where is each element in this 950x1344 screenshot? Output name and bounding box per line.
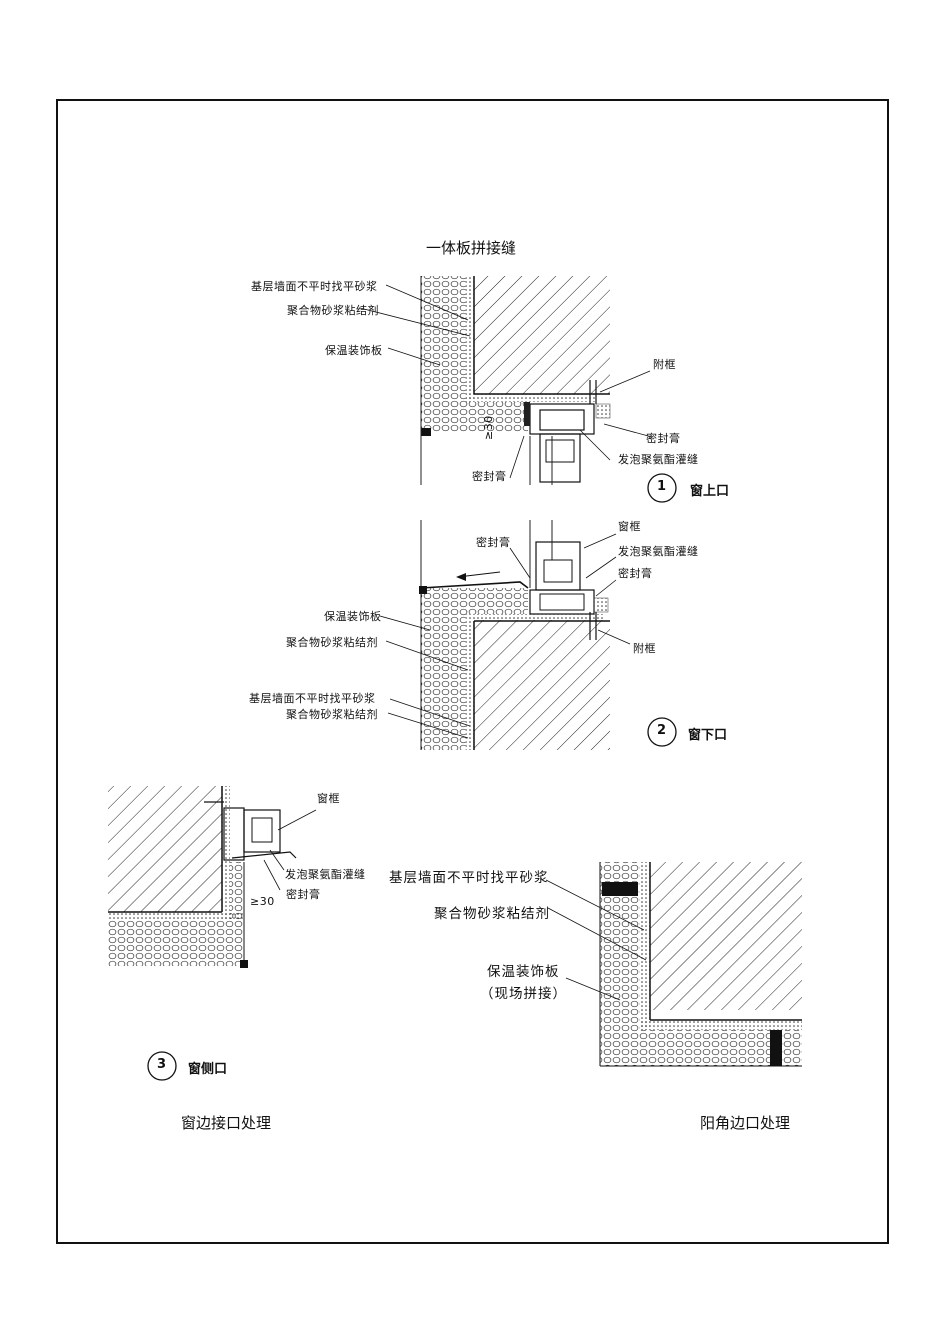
fig2-drawing <box>379 520 677 750</box>
fig1-label-foam-pu: 发泡聚氨酯灌缝 <box>618 453 699 466</box>
fig3-label-window-frame: 窗框 <box>317 792 340 805</box>
fig2-label-foam-pu: 发泡聚氨酯灌缝 <box>618 545 699 558</box>
fig1-drawing <box>359 276 677 503</box>
page-title: 一体板拼接缝 <box>426 239 517 257</box>
fig1-name: 窗上口 <box>690 484 730 499</box>
fig1-label-sealant-bottom: 密封膏 <box>472 470 507 483</box>
fig1-label-sealant-right: 密封膏 <box>646 432 681 445</box>
fig3-name: 窗侧口 <box>188 1062 228 1077</box>
fig1-label-sub-frame: 附框 <box>653 358 676 371</box>
fig2-label-sub-frame: 附框 <box>633 642 656 655</box>
fig4-label-leveling-mortar: 基层墙面不平时找平砂浆 <box>389 870 549 886</box>
fig3-label-foam-pu: 发泡聚氨酯灌缝 <box>285 868 366 881</box>
fig2-name: 窗下口 <box>688 728 728 743</box>
fig2-label-polymer-adhesive: 聚合物砂浆粘结剂 <box>286 636 378 649</box>
fig4-label-insulation-panel: 保温装饰板 <box>487 964 560 980</box>
fig3-label-sealant: 密封膏 <box>286 888 321 901</box>
fig1-dimension: ≥30 <box>482 415 495 440</box>
fig2-label-sealant-right: 密封膏 <box>618 567 653 580</box>
caption-corner-edge: 阳角边口处理 <box>700 1114 791 1132</box>
fig3-drawing <box>108 786 317 1081</box>
fig2-label-polymer-adhesive-2: 聚合物砂浆粘结剂 <box>286 708 378 721</box>
fig1-label-leveling-mortar: 基层墙面不平时找平砂浆 <box>251 280 378 293</box>
fig2-label-insulation-panel: 保温装饰板 <box>324 610 382 623</box>
fig3-number: 3 <box>157 1057 167 1072</box>
fig1-number: 1 <box>657 479 667 494</box>
page-border <box>56 99 889 1244</box>
fig2-label-sealant: 密封膏 <box>476 536 511 549</box>
fig1-label-polymer-adhesive: 聚合物砂浆粘结剂 <box>287 304 379 317</box>
caption-window-edge: 窗边接口处理 <box>181 1114 272 1132</box>
fig1-label-insulation-panel: 保温装饰板 <box>325 344 383 357</box>
fig2-label-window-frame: 窗框 <box>618 520 641 533</box>
fig3-dimension: ≥30 <box>250 895 275 908</box>
fig2-number: 2 <box>657 723 667 738</box>
fig2-label-leveling-mortar: 基层墙面不平时找平砂浆 <box>249 692 376 705</box>
fig4-label-on-site: （现场拼接） <box>480 986 567 1002</box>
fig4-drawing <box>545 862 802 1067</box>
fig4-label-polymer-adhesive: 聚合物砂浆粘结剂 <box>434 906 550 922</box>
